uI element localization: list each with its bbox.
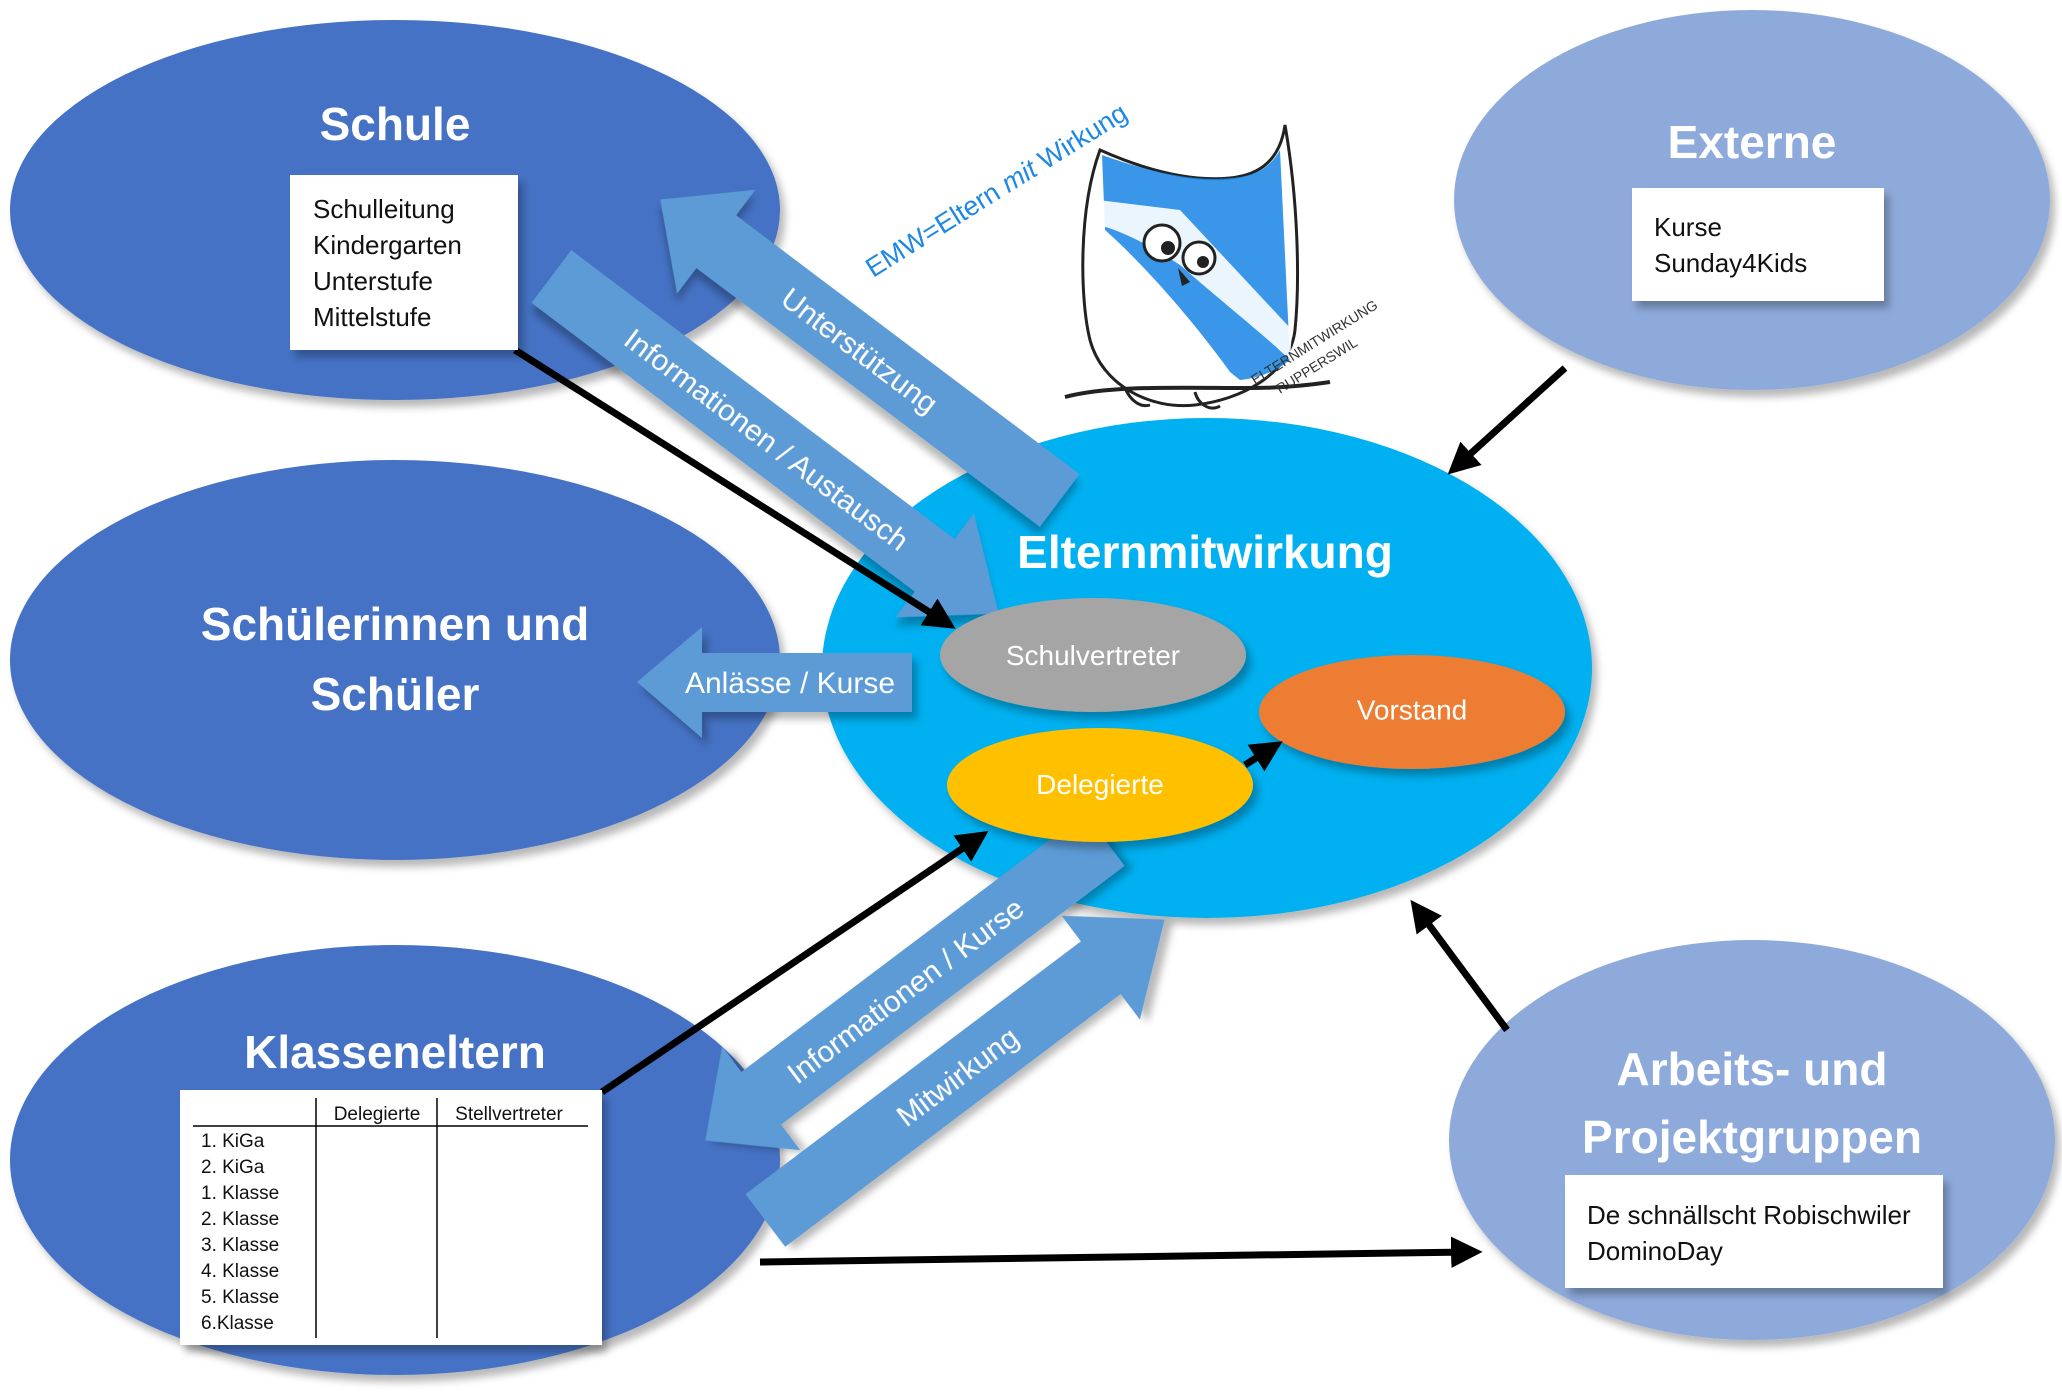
table-row-label: 2. KiGa xyxy=(201,1157,265,1178)
externe-item: Sunday4Kids xyxy=(1654,248,1807,278)
owl-icon xyxy=(1064,124,1331,410)
externe-item: Kurse xyxy=(1654,212,1722,242)
table-row-label: 1. Klasse xyxy=(201,1183,279,1204)
schule-item: Mittelstufe xyxy=(313,302,432,332)
arbeitsgruppen-item: DominoDay xyxy=(1587,1236,1723,1266)
schueler-ellipse xyxy=(10,460,780,860)
emw-logo: EMW=Eltern mit Wirkung ELTERNMITWIRKUNG … xyxy=(860,97,1380,410)
schule-to-schulvertreter-arrow xyxy=(513,347,956,629)
schueler-title-line2: Schüler xyxy=(311,668,480,720)
vorstand-label: Vorstand xyxy=(1357,694,1468,725)
anlaesse-kurse-arrow: Anlässe / Kurse xyxy=(637,627,912,738)
schueler-title-line1: Schülerinnen und xyxy=(201,598,589,650)
elternmitwirkung-title: Elternmitwirkung xyxy=(1017,526,1393,578)
table-row-label: 5. Klasse xyxy=(201,1287,279,1308)
schulvertreter-ellipse xyxy=(940,598,1246,712)
delegierte-label: Delegierte xyxy=(1036,769,1164,800)
table-row-label: 2. Klasse xyxy=(201,1209,279,1230)
arbeitsgruppen-list-box: De schnällscht Robischwiler DominoDay xyxy=(1565,1175,1943,1288)
arbeitsgruppen-title-line1: Arbeits- und xyxy=(1617,1043,1888,1095)
table-row-label: 6.Klasse xyxy=(201,1313,274,1334)
externe-list-box: Kurse Sunday4Kids xyxy=(1632,188,1884,301)
schule-item: Kindergarten xyxy=(313,230,462,260)
table-row-label: 4. Klasse xyxy=(201,1261,279,1282)
schule-item: Unterstufe xyxy=(313,266,433,296)
arbeitsgruppen-to-elternmitwirkung-arrow xyxy=(1410,899,1510,1033)
unterstuetzung-label: Unterstützung xyxy=(775,282,944,421)
delegierte-to-vorstand-arrow xyxy=(1243,741,1283,772)
table-row-label: 1. KiGa xyxy=(201,1131,265,1152)
klasseneltern-to-arbeitsgruppen-arrow xyxy=(759,1236,1483,1269)
schule-item: Schulleitung xyxy=(313,194,455,224)
table-row-label: 3. Klasse xyxy=(201,1235,279,1256)
klasseneltern-table: Delegierte Stellvertreter 1. KiGa 2. KiG… xyxy=(180,1090,602,1345)
schule-title: Schule xyxy=(320,98,471,150)
externe-title: Externe xyxy=(1668,116,1837,168)
delegierte-ellipse xyxy=(947,728,1253,842)
vorstand-ellipse xyxy=(1259,655,1565,769)
arbeitsgruppen-title-line2: Projektgruppen xyxy=(1582,1111,1922,1163)
klasseneltern-title: Klasseneltern xyxy=(244,1026,546,1078)
schule-list-box: Schulleitung Kindergarten Unterstufe Mit… xyxy=(290,175,518,350)
table-header-stellvertreter: Stellvertreter xyxy=(455,1104,563,1125)
arbeitsgruppen-item: De schnällscht Robischwiler xyxy=(1587,1200,1911,1230)
externe-to-elternmitwirkung-arrow xyxy=(1447,365,1568,475)
table-header-delegierte: Delegierte xyxy=(334,1104,421,1125)
schulvertreter-label: Schulvertreter xyxy=(1006,640,1180,671)
klasseneltern-to-delegierte-arrow xyxy=(600,830,989,1095)
anlaesse-kurse-label: Anlässe / Kurse xyxy=(685,667,895,700)
